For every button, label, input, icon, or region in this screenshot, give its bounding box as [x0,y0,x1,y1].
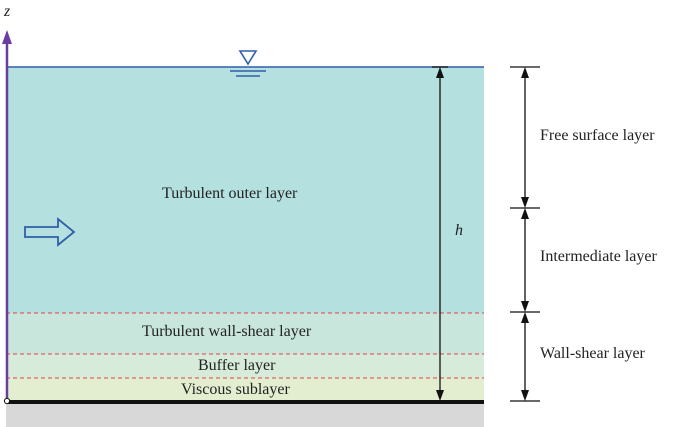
buffer-zone [6,354,484,378]
z-axis-label: z [4,3,11,20]
water-surface-triangle-icon [230,50,266,77]
layer-label-buffer: Buffer layer [198,357,276,374]
wall-shear-zone [6,313,484,354]
turbulent-outer-zone [6,67,484,313]
viscous-zone [6,378,484,402]
region-label-free-surface: Free surface layer [540,127,655,144]
flow-direction-arrow-icon [24,217,76,247]
channel-bed-ground [6,402,484,427]
layer-label-turbulent-wall-shear: Turbulent wall-shear layer [142,323,312,340]
region-bracket-intermediate [510,207,540,312]
z-axis [2,30,12,405]
region-label-wall-shear: Wall-shear layer [540,345,645,362]
depth-label: h [455,222,463,239]
layer-label-turbulent-outer: Turbulent outer layer [162,185,298,202]
region-bracket-free-surface [510,66,540,208]
layer-label-viscous-sublayer: Viscous sublayer [181,381,290,398]
region-label-intermediate: Intermediate layer [540,248,657,265]
depth-arrow [432,66,448,401]
region-bracket-wall-shear [510,311,540,402]
